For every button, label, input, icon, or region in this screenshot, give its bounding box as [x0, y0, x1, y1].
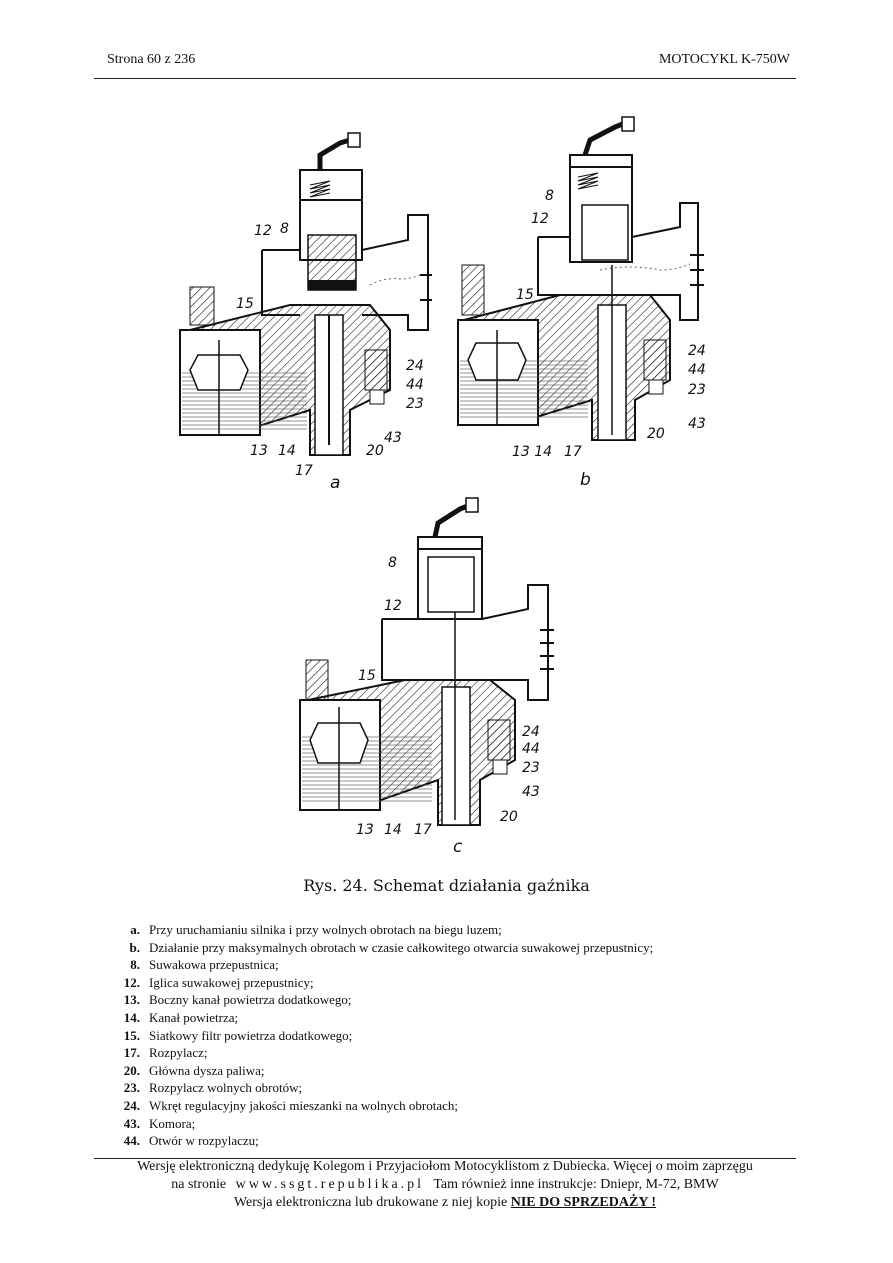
legend-text: Otwór w rozpylaczu;	[149, 1133, 259, 1149]
legend-key: 24.	[123, 1097, 140, 1113]
callout-8: 8	[280, 221, 289, 237]
legend-key: 13.	[123, 992, 140, 1008]
legend-item: b. Działanie przy maksymalnych obrotach w…	[114, 939, 814, 957]
diagram-panel-b: 8 12 15 24 44 23 43 13 14 17 20 b	[457, 116, 706, 490]
legend-key: 44.	[123, 1133, 140, 1149]
website-link[interactable]: www.ssgt.republika.pl	[235, 1177, 425, 1192]
footer-line-2-suffix: Tam również inne instrukcje: Dniepr, M-7…	[433, 1177, 719, 1192]
footer-line-3: Wersja elektroniczna lub drukowane z nie…	[94, 1194, 796, 1212]
callout-8: 8	[388, 555, 397, 571]
legend-item: 14. Kanał powietrza;	[114, 1009, 814, 1027]
legend-key: 8.	[130, 957, 140, 973]
legend-item: 44. Otwór w rozpylaczu;	[114, 1132, 814, 1150]
page-header: Strona 60 z 236 MOTOCYKL K-750W	[107, 52, 790, 72]
legend-item: 24. Wkręt regulacyjny jakości mieszanki n…	[114, 1097, 814, 1115]
legend-text: Wkręt regulacyjny jakości mieszanki na w…	[149, 1097, 459, 1113]
callout-43: 43	[522, 784, 540, 800]
legend-text: Boczny kanał powietrza dodatkowego;	[149, 992, 352, 1008]
callout-14: 14	[278, 443, 296, 459]
callout-44: 44	[688, 362, 706, 378]
callout-12: 12	[531, 211, 549, 227]
legend-key: a.	[130, 922, 140, 937]
legend-key: 20.	[123, 1062, 140, 1078]
legend-key: 12.	[123, 974, 140, 990]
callout-24: 24	[522, 724, 540, 740]
callout-44: 44	[406, 377, 424, 393]
footer-divider	[94, 1158, 796, 1159]
panel-letter-b: b	[580, 470, 591, 490]
legend-item: 8. Suwakowa przepustnica;	[114, 956, 814, 974]
callout-20: 20	[366, 443, 384, 459]
legend-item: 15. Siatkowy filtr powietrza dodatkowego;	[114, 1027, 814, 1045]
legend-key: 15.	[123, 1027, 140, 1043]
footer-line-1: Wersję elektroniczną dedykuję Kolegom i …	[137, 1159, 753, 1174]
callout-44: 44	[522, 741, 540, 757]
legend-text: Działanie przy maksymalnych obrotach w c…	[149, 939, 654, 955]
callout-12: 12	[254, 223, 272, 239]
callout-24: 24	[688, 343, 706, 359]
header-divider	[94, 78, 796, 79]
legend-key: 23.	[123, 1080, 140, 1096]
legend-item: 12. Iglica suwakowej przepustnicy;	[114, 974, 814, 992]
callout-23: 23	[522, 760, 540, 776]
footer-line-3-prefix: Wersja elektroniczna lub drukowane z nie…	[233, 1195, 508, 1210]
footer-line-2-prefix: na stronie	[171, 1177, 227, 1192]
legend-text: Komora;	[149, 1115, 196, 1131]
legend-text: Siatkowy filtr powietrza dodatkowego;	[149, 1027, 353, 1043]
diagram-panel-c: 8 12 15 24 44 23 43 13 14 17 20 c	[299, 497, 554, 857]
panel-letter-c: c	[453, 837, 463, 857]
panel-letter-a: a	[330, 473, 340, 493]
callout-15: 15	[358, 668, 376, 684]
callout-20: 20	[647, 426, 665, 442]
callout-23: 23	[406, 396, 424, 412]
callout-14: 14	[384, 822, 402, 838]
legend-text: Iglica suwakowej przepustnicy;	[149, 974, 314, 990]
callout-12: 12	[384, 598, 402, 614]
legend-item: 17. Rozpylacz;	[114, 1044, 814, 1062]
legend-key: 17.	[123, 1045, 140, 1061]
callout-43: 43	[384, 430, 402, 446]
callout-17: 17	[295, 463, 313, 479]
legend-text: Suwakowa przepustnica;	[149, 957, 279, 973]
page-number: Strona 60 z 236	[107, 52, 196, 67]
callout-8: 8	[545, 188, 554, 204]
legend-text: Rozpylacz wolnych obrotów;	[149, 1080, 303, 1096]
diagram-panel-a: 12 8 15 24 44 23 43 13 14 20 17 a	[179, 132, 432, 493]
callout-13: 13	[356, 822, 374, 838]
page-footer: Wersję elektroniczną dedykuję Kolegom i …	[94, 1158, 796, 1212]
figure-caption: Rys. 24. Schemat działania gaźnika	[303, 876, 590, 895]
callout-17: 17	[564, 444, 582, 460]
callout-23: 23	[688, 382, 706, 398]
legend-item: a. Przy uruchamianiu silnika i przy wolny…	[114, 921, 814, 939]
legend-item: 23. Rozpylacz wolnych obrotów;	[114, 1079, 814, 1097]
legend-item: 13. Boczny kanał powietrza dodatkowego;	[114, 991, 814, 1009]
callout-15: 15	[516, 287, 534, 303]
legend-text: Przy uruchamianiu silnika i przy wolnych…	[149, 922, 502, 937]
legend-key: b.	[129, 939, 140, 955]
footer-line-2: na stronie www.ssgt.republika.pl Tam rów…	[94, 1176, 796, 1194]
legend-item: 20. Główna dysza paliwa;	[114, 1062, 814, 1080]
legend-key: 43.	[123, 1115, 140, 1131]
legend-list: a. Przy uruchamianiu silnika i przy wolny…	[114, 921, 814, 1150]
callout-24: 24	[406, 358, 424, 374]
legend-text: Kanał powietrza;	[149, 1009, 239, 1025]
callout-15: 15	[236, 296, 254, 312]
callout-43: 43	[688, 416, 706, 432]
callout-13-14: 13 14	[512, 444, 552, 460]
legend-text: Główna dysza paliwa;	[149, 1062, 265, 1078]
callout-13: 13	[250, 443, 268, 459]
not-for-sale-notice: NIE DO SPRZEDAŻY !	[510, 1195, 657, 1210]
callout-20: 20	[500, 809, 518, 825]
legend-text: Rozpylacz;	[149, 1045, 208, 1061]
document-title: MOTOCYKL K-750W	[658, 52, 790, 67]
legend-key: 14.	[123, 1009, 140, 1025]
callout-17: 17	[414, 822, 432, 838]
legend-item: 43. Komora;	[114, 1115, 814, 1133]
carburetor-figure: 12 8 15 24 44 23 43 13 14 20 17 a	[179, 116, 706, 857]
